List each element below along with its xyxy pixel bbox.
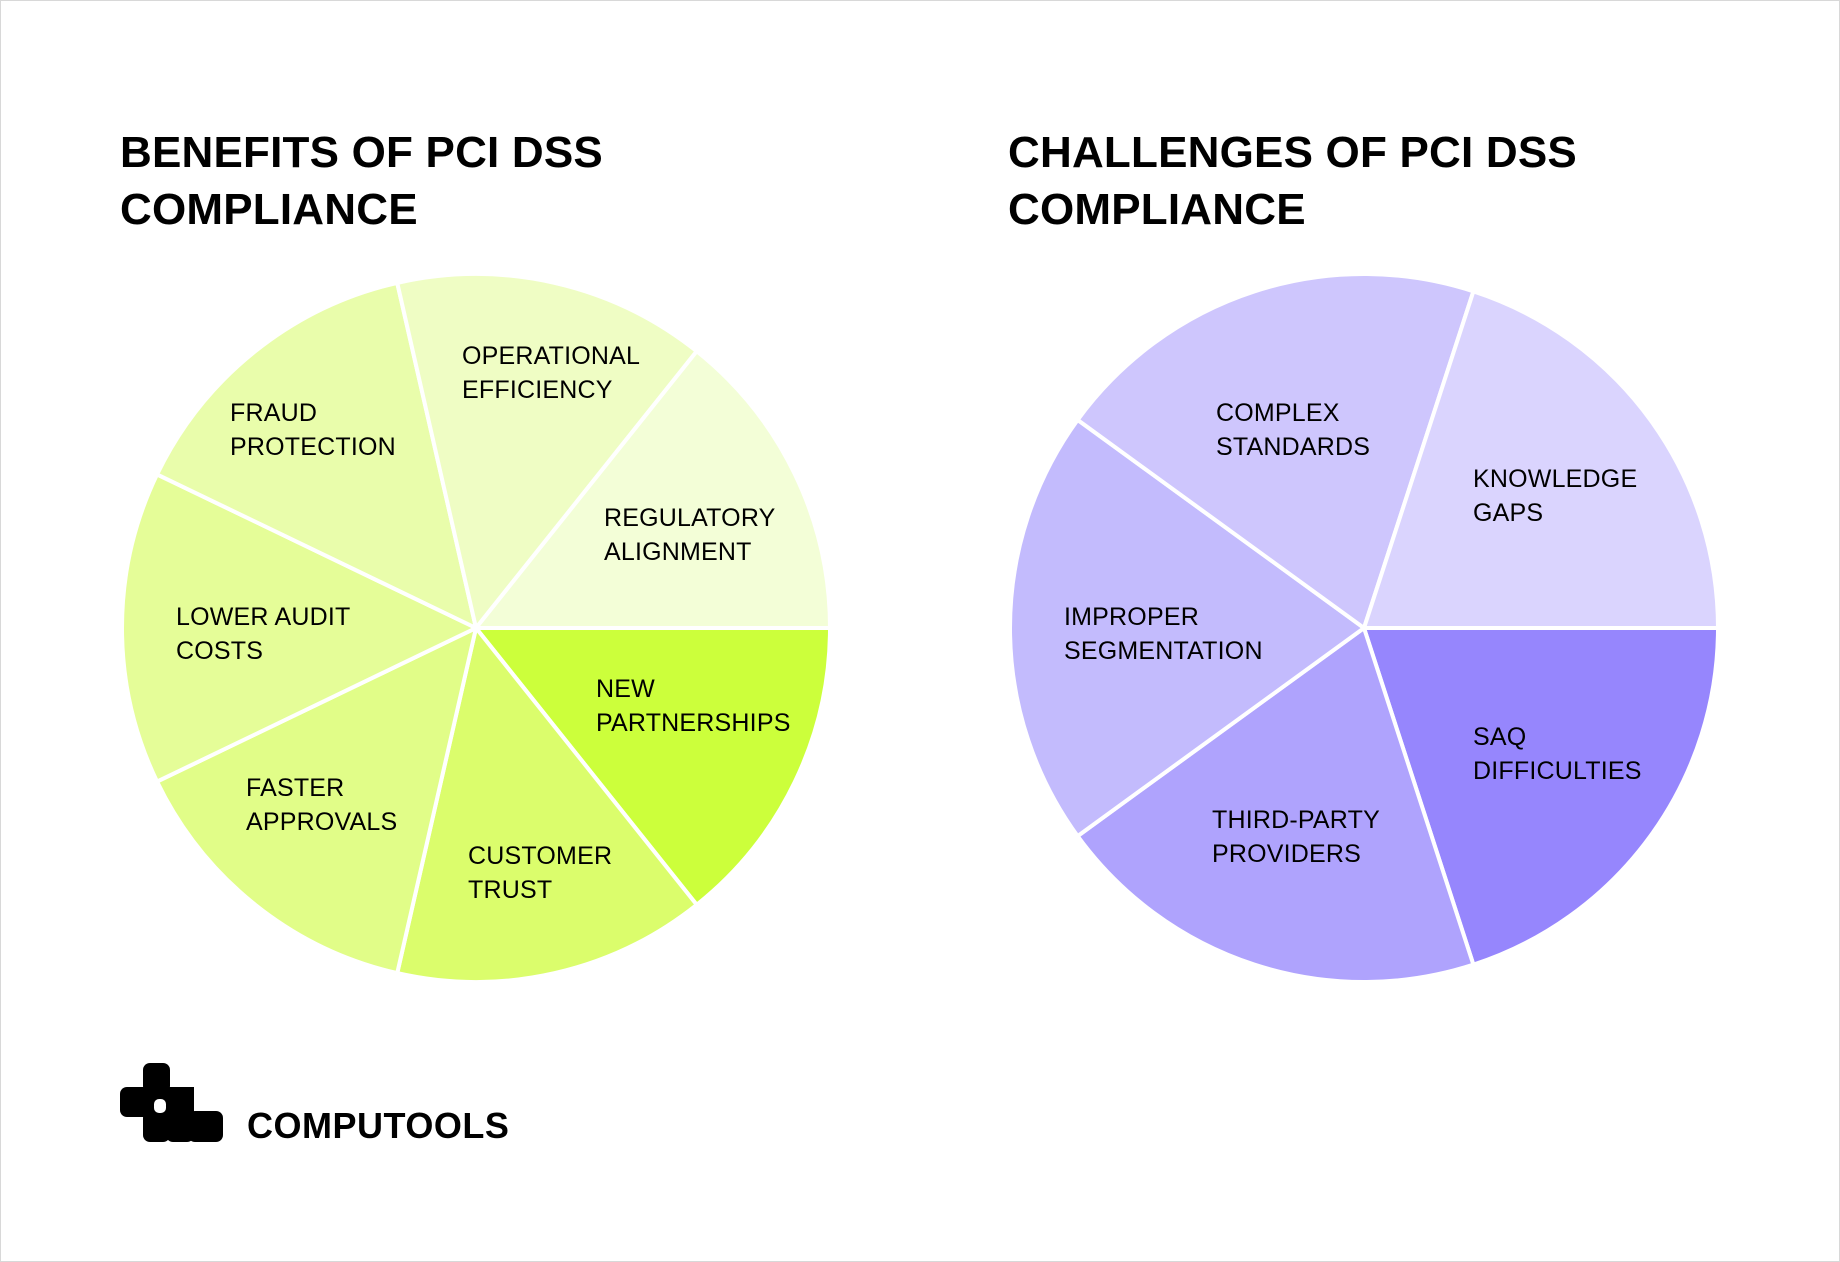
pie-slice-operational-efficiency — [395, 272, 699, 630]
benefits-pie — [120, 272, 832, 984]
pie-slice-lower-audit-costs — [120, 472, 478, 784]
pie-slice-fraud-protection — [155, 280, 478, 630]
benefits-title-line-1: BENEFITS OF PCI DSS — [120, 128, 603, 177]
pie-slice-regulatory-alignment — [474, 349, 832, 630]
pie-slice-customer-trust — [395, 626, 699, 984]
computools-logo-icon — [120, 1063, 223, 1142]
brand-name: COMPUTOOLS — [247, 1105, 510, 1146]
challenges-title: CHALLENGES OF PCI DSS COMPLIANCE — [1008, 124, 1577, 238]
challenges-title-line-1: CHALLENGES OF PCI DSS — [1008, 128, 1577, 177]
pie-slice-new-partnerships — [474, 626, 832, 907]
pie-slice-third-party-providers — [1075, 626, 1476, 984]
challenges-pie — [1008, 272, 1720, 984]
pie-slice-faster-approvals — [155, 626, 478, 976]
pie-slice-saq-difficulties — [1362, 626, 1720, 967]
pie-slice-knowledge-gaps — [1362, 289, 1720, 630]
pie-slice-improper-segmentation — [1008, 417, 1366, 839]
challenges-title-line-2: COMPLIANCE — [1008, 185, 1306, 234]
pie-slice-complex-standards — [1075, 272, 1476, 630]
benefits-title-line-2: COMPLIANCE — [120, 185, 418, 234]
benefits-title: BENEFITS OF PCI DSS COMPLIANCE — [120, 124, 603, 238]
